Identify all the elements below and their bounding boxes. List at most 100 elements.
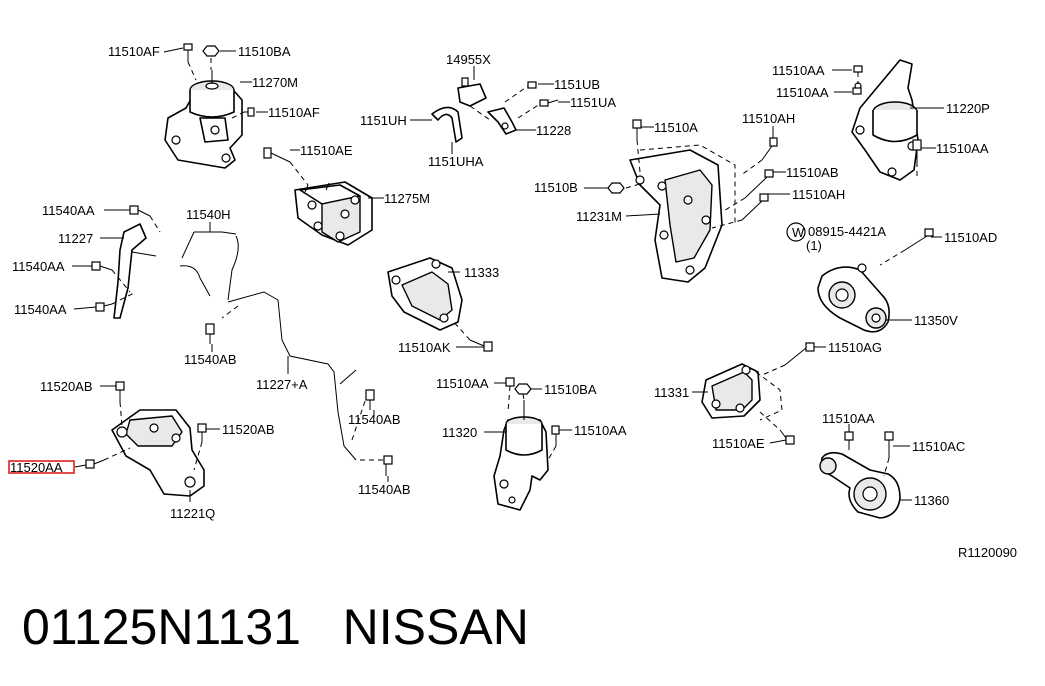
bolt-11510a — [632, 119, 642, 173]
label-1151ub: 1151UB — [554, 77, 600, 92]
label-1151uh: 1151UH — [360, 113, 407, 128]
label-08915: 08915-4421A — [808, 224, 886, 239]
label-11270m: 11270M — [252, 75, 298, 90]
label-11350v: 11350V — [914, 313, 958, 328]
label-11510ak: 11510AK — [398, 340, 451, 355]
label-11520aa: 11520AA — [10, 460, 63, 475]
bolt-11510aa-1 — [853, 65, 863, 84]
bracket-11227 — [113, 223, 157, 319]
bolt-11520aa — [85, 447, 131, 469]
sensor-14955x — [457, 77, 491, 121]
bracket-11331 — [701, 363, 783, 421]
bolt-11510ak — [451, 319, 493, 352]
part-number: 01125N1131 — [22, 599, 301, 655]
bolt-11510aa-6 — [844, 431, 854, 450]
caption-spacer — [301, 599, 343, 655]
bolt-11540ab-1 — [205, 323, 215, 344]
bolt-11510ac — [883, 431, 894, 477]
engine-mount-11270m — [164, 70, 243, 169]
label-11320: 11320 — [442, 425, 477, 440]
label-14955x: 14955X — [446, 52, 491, 67]
label-11510ba-2: 11510BA — [544, 382, 597, 397]
label-11227a: 11227+A — [256, 377, 308, 392]
diagram-reference: R1120090 — [958, 545, 1017, 560]
label-11510aa-6: 11510AA — [822, 411, 875, 426]
label-11510ac: 11510AC — [912, 439, 965, 454]
bolt-11510ag — [759, 342, 815, 377]
leader-lines — [72, 47, 944, 502]
label-11510aa-4: 11510AA — [436, 376, 489, 391]
label-11510ba-1: 11510BA — [238, 44, 291, 59]
torque-rod-11360 — [819, 451, 901, 519]
label-11510ag: 11510AG — [828, 340, 882, 355]
label-11540h: 11540H — [186, 207, 231, 222]
label-11510aa-5: 11510AA — [574, 423, 627, 438]
label-11540ab-2: 11540AB — [348, 412, 401, 427]
label-11333: 11333 — [464, 265, 499, 280]
bolt-11510ae-2 — [759, 411, 795, 445]
label-11520ab-2: 11520AB — [222, 422, 275, 437]
label-11510aa-1: 11510AA — [772, 63, 825, 78]
pipe-11227a — [221, 291, 357, 461]
label-11331: 11331 — [654, 385, 689, 400]
nut-11510b — [607, 182, 641, 194]
bolt-11540ab-2 — [351, 389, 375, 441]
caption: 01125N1131 NISSAN — [22, 596, 529, 658]
label-11510aa-3: 11510AA — [936, 141, 989, 156]
bracket-11275m — [294, 181, 373, 246]
label-11231m: 11231M — [576, 209, 622, 224]
label-11510aa-2: 11510AA — [776, 85, 829, 100]
bolt-11510aa-5 — [547, 425, 560, 461]
label-11510af-1: 11510AF — [108, 44, 160, 59]
bracket-11231m — [629, 144, 736, 283]
label-11228: 11228 — [536, 123, 571, 138]
bolt-11520ab-1 — [115, 381, 125, 427]
engine-mount-11221q — [111, 409, 205, 497]
nut-11510ba-2 — [514, 383, 532, 401]
bolt-11510aa-4 — [505, 377, 515, 413]
hose-11540h — [179, 231, 239, 301]
label-11220p: 11220P — [946, 101, 990, 116]
bolt-11540ab-3 — [360, 455, 393, 476]
label-11540aa-3: 11540AA — [14, 302, 67, 317]
bolt-11510af-1 — [183, 43, 197, 81]
label-11510ab: 11510AB — [786, 165, 839, 180]
label-11540ab-1: 11540AB — [184, 352, 237, 367]
brand-name: NISSAN — [342, 599, 529, 655]
bracket-11333 — [387, 257, 463, 331]
label-1151uha: 1151UHA — [428, 154, 484, 169]
bolt-1151ub — [504, 81, 537, 103]
label-11510b: 11510B — [534, 180, 578, 195]
label-11221q: 11221Q — [170, 506, 215, 521]
bolt-11510ah-2 — [711, 193, 769, 229]
bolt-11510ab — [721, 169, 774, 213]
label-11540ab-3: 11540AB — [358, 482, 411, 497]
label-11227: 11227 — [58, 231, 93, 246]
bolt-11510ad — [857, 228, 934, 273]
hose-1151uh — [431, 106, 463, 143]
engine-mount-11320 — [493, 400, 549, 511]
washer-08915-icon — [786, 222, 806, 242]
label-11510ae-1: 11510AE — [300, 143, 353, 158]
part-labels: 11510AF 11510BA 11270M 11510AF 11510AE 1… — [8, 44, 1017, 560]
bolt-11510af-2 — [231, 107, 255, 119]
bolt-11520ab-2 — [193, 423, 207, 471]
engine-mount-11220p — [851, 59, 919, 181]
exploded-view-drawing: 11510AF 11510BA 11270M 11510AF 11510AE 1… — [8, 43, 1017, 560]
label-11540aa-1: 11540AA — [42, 203, 95, 218]
label-11540aa-2: 11540AA — [12, 259, 65, 274]
bolt-11510aa-2 — [852, 87, 862, 95]
label-11275m: 11275M — [384, 191, 430, 206]
label-1151ua: 1151UA — [570, 95, 616, 110]
label-08915-prefix: W — [792, 225, 805, 240]
torque-rod-11350v — [817, 266, 890, 333]
label-11510ah-1: 11510AH — [742, 111, 795, 126]
highlight-box — [8, 460, 75, 474]
bolt-1151ua — [517, 99, 559, 119]
label-11520ab-1: 11520AB — [40, 379, 93, 394]
label-11510ah-2: 11510AH — [792, 187, 845, 202]
label-11510a: 11510A — [654, 120, 698, 135]
nut-11510ba-1 — [202, 45, 220, 70]
label-11510ad: 11510AD — [944, 230, 997, 245]
